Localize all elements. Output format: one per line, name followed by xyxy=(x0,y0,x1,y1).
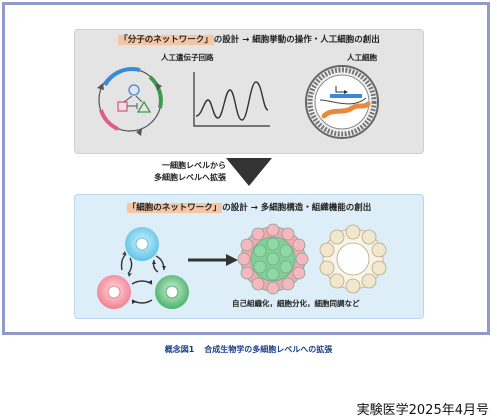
molecular-network-title-rest: の設計 → 細胞挙動の操作・人工細胞の創出 xyxy=(213,35,380,45)
molecular-network-title-highlight: 「分子のネットワーク」 xyxy=(118,35,214,45)
gene-circuit-label: 人工遺伝子回路 xyxy=(161,53,214,62)
cellular-network-title: 「細胞のネットワーク」の設計 → 多細胞構造・組織機能の創出 xyxy=(75,201,423,213)
multicellular-cluster xyxy=(237,223,309,295)
transition-line-2: 多細胞レベルへ拡張 xyxy=(154,173,226,182)
figure-caption: 概念図1 合成生物学の多細胞レベルへの拡張 xyxy=(0,344,497,355)
transition-line-1: 一細胞レベルから xyxy=(162,161,226,170)
journal-footer: 実験医学2025年4月号 xyxy=(356,403,489,418)
transition-text: 一細胞レベルから 多細胞レベルへ拡張 xyxy=(130,160,226,184)
pink-cell xyxy=(97,275,131,309)
emergent-functions-note: 自己組織化，細胞分化，細胞同調など xyxy=(232,299,360,308)
cyan-cell xyxy=(125,227,159,261)
down-arrow-icon xyxy=(226,158,272,186)
cell-network-diagram xyxy=(97,227,189,309)
figure-number: 概念図1 xyxy=(164,345,195,354)
oscillation-plot xyxy=(193,72,270,127)
right-arrow-icon xyxy=(188,254,238,266)
cyst-structure xyxy=(319,224,387,294)
molecular-network-title: 「分子のネットワーク」の設計 → 細胞挙動の操作・人工細胞の創出 xyxy=(75,33,423,45)
artificial-cell-diagram xyxy=(305,65,379,139)
cellular-network-title-rest: の設計 → 多細胞構造・組織機能の創出 xyxy=(222,203,372,213)
artificial-cell-label: 人工細胞 xyxy=(347,53,377,62)
green-cell xyxy=(155,275,189,309)
figure-caption-text: 合成生物学の多細胞レベルへの拡張 xyxy=(204,345,333,354)
gene-circuit-diagram xyxy=(97,67,163,136)
cellular-network-title-highlight: 「細胞のネットワーク」 xyxy=(126,203,223,213)
